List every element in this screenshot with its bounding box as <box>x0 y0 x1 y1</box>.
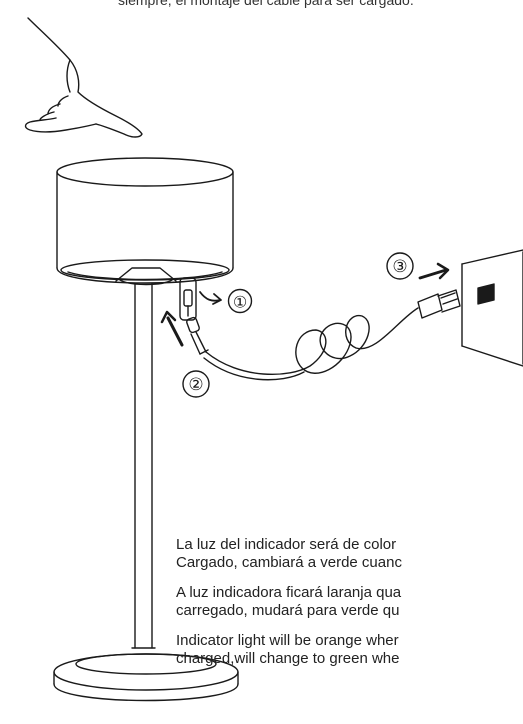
instruction-line: Indicator light will be orange wher <box>176 632 399 649</box>
instruction-line: carregado, mudará para verde qu <box>176 602 400 619</box>
pointing-hand-icon <box>24 17 143 138</box>
instructions-block: La luz del indicador será de color Carga… <box>176 536 523 680</box>
wall-socket <box>461 249 523 367</box>
lamp-base <box>53 653 239 702</box>
instruction-english: Indicator light will be orange wher char… <box>176 632 523 668</box>
step-1-circle <box>227 288 253 314</box>
step-2-circle <box>182 370 210 398</box>
instruction-spanish: La luz del indicador será de color Carga… <box>176 536 523 572</box>
lamp-pole <box>131 283 156 649</box>
charging-port <box>179 277 197 321</box>
arrow-step-2 <box>166 316 184 347</box>
instruction-line: Cargado, cambiará a verde cuanc <box>176 554 402 571</box>
instruction-portuguese: A luz indicadora ficará laranja qua carr… <box>176 584 523 620</box>
arrow-step-3 <box>418 268 448 280</box>
step-2-label: ② <box>188 375 203 395</box>
step-3-circle <box>386 252 414 280</box>
arrow-step-1 <box>199 291 221 302</box>
instruction-line: La luz del indicador será de color <box>176 536 397 553</box>
instruction-line: A luz indicadora ficará laranja qua <box>176 584 402 601</box>
usb-a-plug <box>417 289 461 319</box>
top-caption: siempre, el montaje del cable para ser c… <box>118 0 414 8</box>
step-3-label: ③ <box>392 257 407 277</box>
lamp-shade <box>56 157 234 284</box>
lamp-head <box>115 267 177 286</box>
instruction-line: charged,will change to green whe <box>176 650 400 667</box>
charging-cable <box>205 307 419 375</box>
step-1-label: ① <box>233 293 247 312</box>
usb-c-plug <box>186 316 209 355</box>
